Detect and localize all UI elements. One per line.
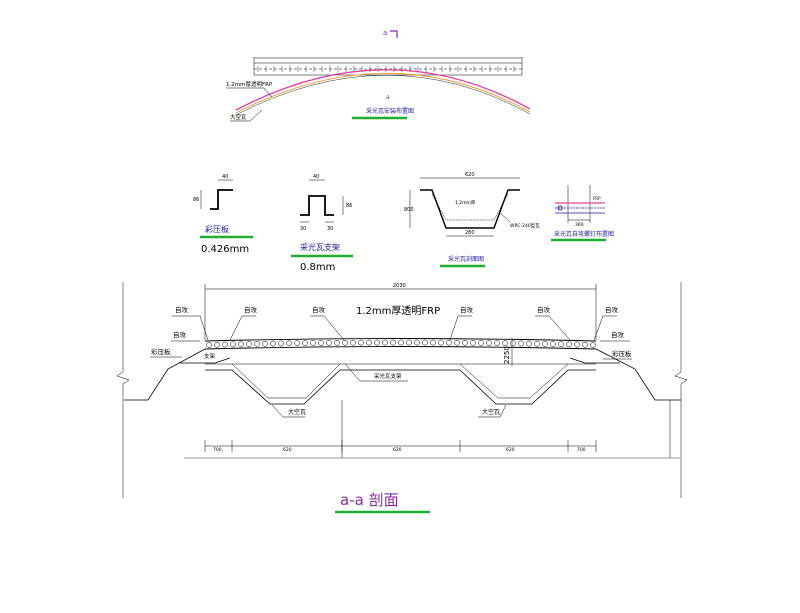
bracket-dim-top: 40 xyxy=(313,174,319,180)
frp-label: 1.2mm厚透明FRP xyxy=(356,305,440,317)
self-tap-3: 自攻 xyxy=(312,305,326,314)
self-tap-1: 自攻 xyxy=(175,305,189,314)
skylight-bracket-label: 采光瓦支架 xyxy=(374,372,402,380)
detail-color-plate: 40 86 彩压板 0.426mm xyxy=(193,174,253,255)
arch-frp-label: 1.2mm厚透明FRP xyxy=(226,80,273,88)
detail-tile-section: 620 800 280 1.2mm厚 WRC-240型瓦 采光瓦剖面图 xyxy=(404,172,540,268)
bottom-dim-3: 620 xyxy=(393,447,402,453)
bolt-icon xyxy=(557,205,563,211)
right-break-line xyxy=(674,282,688,498)
bolt-dim: 360 xyxy=(575,222,584,228)
svg-text:FRP: FRP xyxy=(593,196,601,201)
tile-arch-line xyxy=(235,72,531,114)
tile-note-tile: WRC-240型瓦 xyxy=(510,222,540,229)
tile-note-frp: 1.2mm厚 xyxy=(455,200,476,206)
bracket-dim-r: 30 xyxy=(327,226,333,232)
color-plate-thickness: 0.426mm xyxy=(201,244,249,255)
color-plate-dim: 40 xyxy=(222,174,228,180)
self-tap-7: 自攻 xyxy=(173,330,187,339)
arch-layout: a a 1.2mm厚透明FRP 大空瓦 采光瓦安装布置图 xyxy=(226,29,531,122)
tile-trapezoid-right xyxy=(440,369,596,405)
bolt-layout-title: 采光瓦自攻螺钉布置图 xyxy=(554,230,614,238)
tile-dim-top: 620 xyxy=(465,172,475,178)
self-tap-6: 自攻 xyxy=(605,305,619,314)
bottom-dim-2: 620 xyxy=(283,447,292,453)
frp-panel-texture xyxy=(206,339,596,348)
frp-panel-bottom xyxy=(204,346,597,350)
color-plate-dim2: 86 xyxy=(193,197,199,203)
bracket-title: 采光瓦支架 xyxy=(300,242,340,252)
bracket-dim-l: 30 xyxy=(300,226,306,232)
tile-label-left: 大空瓦 xyxy=(288,408,306,416)
self-tap-5: 自攻 xyxy=(537,305,551,314)
section-a-a: 2030 1.2mm厚透明FRP 2250 自攻 自攻 自攻 xyxy=(116,282,688,514)
section-title: a-a 剖面 xyxy=(340,491,399,509)
color-plate-profile xyxy=(210,189,233,210)
self-tap-2: 自攻 xyxy=(244,305,258,314)
bracket-profile xyxy=(300,195,334,216)
bracket-dim-h: 86 xyxy=(346,203,352,209)
frp-panel-top xyxy=(204,338,597,342)
tile-dim-h: 800 xyxy=(404,207,414,213)
detail-skylight-bracket: 40 86 30 30 采光瓦支架 0.8mm xyxy=(291,174,353,273)
bottom-dim-4: 620 xyxy=(506,447,515,453)
tile-label-right: 大空瓦 xyxy=(482,408,500,416)
color-plate-label: 彩压板 xyxy=(151,347,171,356)
section-marker-corner xyxy=(390,30,398,38)
self-tap-4: 自攻 xyxy=(460,305,474,314)
color-plate-label-right: 彩压板 xyxy=(612,349,632,358)
bracket-label-left: 支架 xyxy=(204,352,216,360)
self-tap-8: 自攻 xyxy=(611,330,625,339)
left-break-line xyxy=(116,282,130,498)
arch-layout-title: 采光瓦安装布置图 xyxy=(366,107,414,115)
top-dim-value: 2030 xyxy=(393,283,406,289)
section-marker-a-bottom: a xyxy=(386,94,390,101)
color-plate-title: 彩压板 xyxy=(205,224,229,234)
roof-left-slope xyxy=(124,348,206,401)
section-marker-a-top: a xyxy=(383,29,387,37)
bracket-thickness: 0.8mm xyxy=(300,262,335,273)
bottom-dim-5: 700 xyxy=(577,447,586,453)
height-dim: 2250 xyxy=(503,346,511,364)
tile-dim-bottom: 280 xyxy=(465,230,475,236)
tile-section-title: 采光瓦剖面图 xyxy=(448,255,484,263)
self-tap-labels: 自攻 自攻 自攻 自攻 自攻 自攻 自攻 自攻 xyxy=(171,305,630,342)
bottom-dim-1: 700 xyxy=(213,447,222,453)
tile-profile xyxy=(420,189,520,229)
detail-bolt-layout: FRP 360 采光瓦自攻螺钉布置图 xyxy=(551,185,614,242)
frp-arch-line xyxy=(235,69,531,111)
roof-right-slope xyxy=(595,348,681,401)
tile-trapezoid-left xyxy=(205,369,440,405)
arch-tile-label: 大空瓦 xyxy=(230,113,247,121)
